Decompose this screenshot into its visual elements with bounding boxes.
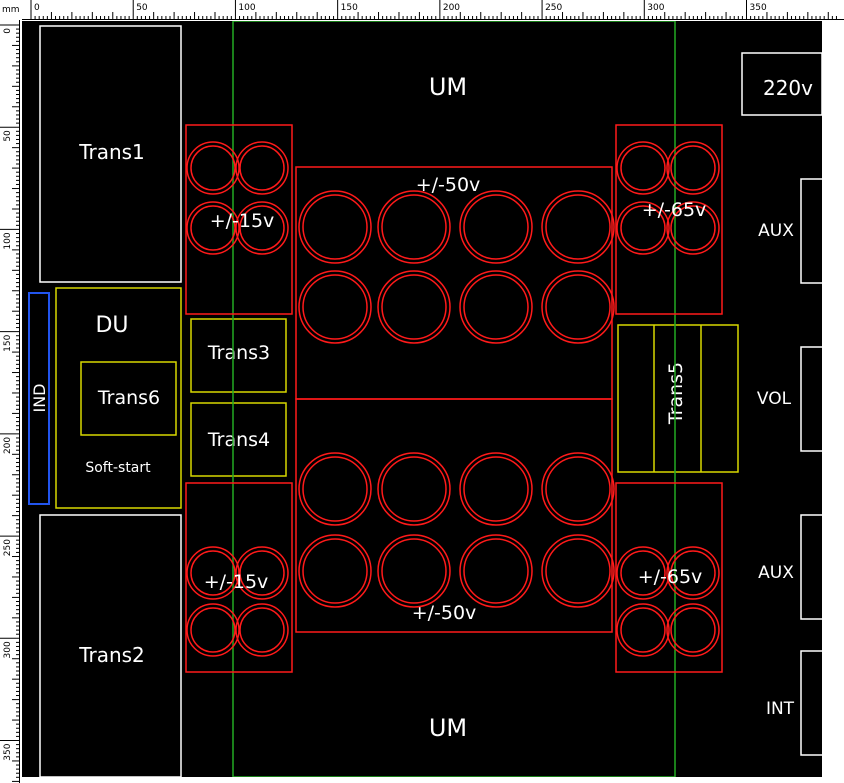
capacitor-small-3-4: [666, 201, 720, 255]
ruler-v-label: 150: [3, 334, 13, 351]
capacitor-small-2-4: [235, 603, 289, 657]
capacitor-small-1-4: [235, 201, 289, 255]
capacitor-large-top-row2-3: [459, 270, 533, 344]
ruler-v-label: 200: [3, 437, 13, 454]
trans6-block[interactable]: Trans6: [80, 361, 177, 436]
layout-drawing: Trans1 Trans2 IND DU Soft-start Trans6 T…: [28, 21, 822, 777]
capacitor-large-bottom-row1-3: [459, 452, 533, 526]
pm65-board-top[interactable]: [615, 124, 723, 315]
um-block[interactable]: UM UM: [232, 21, 676, 777]
trans3-label: Trans3: [207, 342, 270, 364]
capacitor-large-bottom-row2-1: [298, 534, 372, 608]
aux1-connector[interactable]: AUX: [758, 178, 822, 284]
aux1-label: AUX: [758, 221, 794, 241]
vol-connector[interactable]: VOL: [757, 346, 822, 452]
softstart-label: Soft-start: [85, 460, 151, 476]
capacitor-large-top-row2-4: [541, 270, 615, 344]
ruler-h-label: 300: [647, 3, 664, 13]
capacitor-large-bottom-row1-2: [377, 452, 451, 526]
ruler-v-label: 0: [3, 28, 13, 34]
trans5-label: Trans5: [665, 362, 687, 425]
capacitor-group: [186, 141, 720, 657]
trans2-label: Trans2: [78, 643, 145, 667]
capacitor-small-3-2: [666, 141, 720, 195]
um-top-label: UM: [429, 73, 467, 101]
mains-220v-label: 220v: [763, 76, 813, 100]
trans4-block[interactable]: Trans4: [190, 402, 287, 477]
capacitor-large-top-row2-1: [298, 270, 372, 344]
ruler-v-label: 350: [3, 743, 13, 760]
capacitor-large-bottom-row1-1: [298, 452, 372, 526]
pm65-board-bottom[interactable]: [615, 482, 723, 673]
trans2-block[interactable]: Trans2: [39, 514, 182, 777]
pcb-layout-canvas[interactable]: Trans1 Trans2 IND DU Soft-start Trans6 T…: [22, 21, 822, 777]
du-block[interactable]: DU Soft-start: [55, 287, 182, 509]
mains-220v-block[interactable]: 220v: [741, 52, 822, 116]
vol-label: VOL: [757, 389, 792, 409]
pm15-board-top[interactable]: [185, 124, 293, 315]
ruler-unit-label: mm: [0, 0, 22, 20]
capacitor-large-bottom-row2-3: [459, 534, 533, 608]
aux2-label: AUX: [758, 563, 794, 583]
ind-label: IND: [30, 383, 49, 412]
ruler-h-label: 100: [238, 3, 255, 13]
capacitor-small-2-2: [235, 546, 289, 600]
um-bottom-label: UM: [429, 714, 467, 742]
ruler-h-label: 150: [341, 3, 358, 13]
capacitor-large-top-row2-2: [377, 270, 451, 344]
ruler-h-label: 0: [34, 3, 40, 13]
ruler-h-label: 50: [136, 3, 148, 13]
capacitor-small-2-3: [186, 603, 240, 657]
ruler-v-label: 300: [3, 641, 13, 658]
ruler-v-label: 250: [3, 539, 13, 556]
capacitor-small-1-3: [186, 201, 240, 255]
pm15-board-bottom[interactable]: [185, 482, 293, 673]
pm65-bottom-label: +/-65v: [638, 566, 703, 588]
capacitor-large-top-row1-1: [298, 190, 372, 264]
ruler-v-label: 100: [3, 232, 13, 249]
ind-block[interactable]: IND: [28, 292, 50, 505]
pm50-bottom-label: +/-50v: [412, 602, 477, 624]
trans6-label: Trans6: [97, 387, 160, 409]
pm15-bottom-label: +/-15v: [204, 571, 269, 593]
capacitor-large-top-row1-4: [541, 190, 615, 264]
ruler-h-label: 200: [443, 3, 460, 13]
ruler-h-label: 350: [750, 3, 767, 13]
ruler-v-label: 50: [3, 130, 13, 142]
trans5-block[interactable]: Trans5: [617, 324, 739, 473]
capacitor-small-3-1: [616, 141, 670, 195]
capacitor-board-bottom[interactable]: [295, 398, 613, 633]
pm15-top-label: +/-15v: [210, 210, 275, 232]
capacitor-board-top[interactable]: [295, 166, 613, 400]
capacitor-small-1-2: [235, 141, 289, 195]
pm50-top-label: +/-50v: [416, 174, 481, 196]
capacitor-small-2-1: [186, 546, 240, 600]
capacitor-large-bottom-row2-2: [377, 534, 451, 608]
aux2-connector[interactable]: AUX: [758, 514, 822, 620]
du-label: DU: [95, 313, 128, 338]
capacitor-large-bottom-row2-4: [541, 534, 615, 608]
horizontal-ruler[interactable]: 0 50 100 150 200 250 300 350: [0, 0, 844, 20]
int-connector[interactable]: INT: [766, 650, 822, 756]
capacitor-large-top-row1-3: [459, 190, 533, 264]
capacitor-large-bottom-row1-4: [541, 452, 615, 526]
pm65-top-label: +/-65v: [642, 199, 707, 221]
capacitor-small-4-1: [616, 546, 670, 600]
ruler-h-label: 250: [545, 3, 562, 13]
vertical-ruler[interactable]: 0 50 100 150 200 250 300 350: [0, 20, 20, 783]
capacitor-small-3-3: [616, 201, 670, 255]
capacitor-small-4-2: [666, 546, 720, 600]
capacitor-small-4-3: [616, 603, 670, 657]
trans4-label: Trans4: [207, 429, 270, 451]
trans1-block[interactable]: Trans1: [39, 25, 182, 283]
capacitor-large-top-row1-2: [377, 190, 451, 264]
capacitor-small-4-4: [666, 603, 720, 657]
trans1-label: Trans1: [78, 140, 145, 164]
capacitor-small-1-1: [186, 141, 240, 195]
trans3-block[interactable]: Trans3: [190, 318, 287, 393]
int-label: INT: [766, 699, 795, 719]
